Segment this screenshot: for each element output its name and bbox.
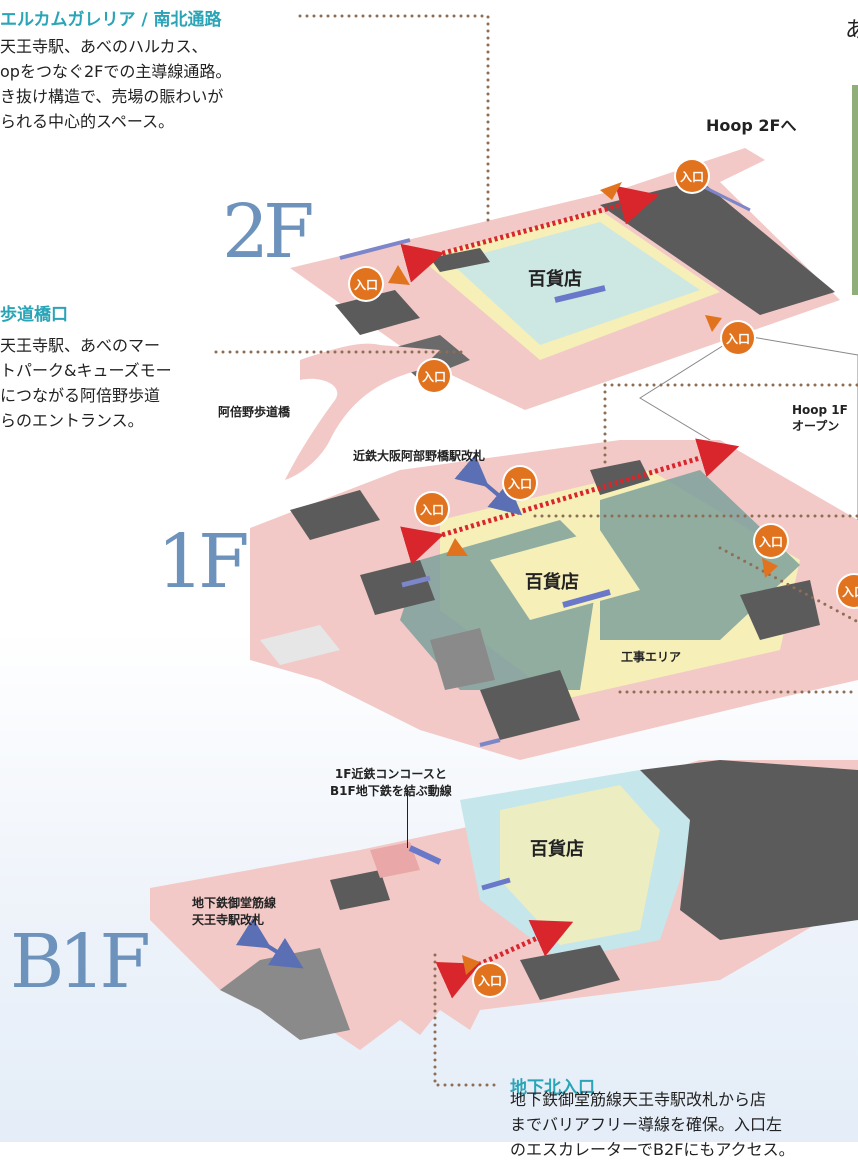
callout-galleria-title: エルカムガレリア / 南北通路 xyxy=(0,10,222,30)
abeno-bridge-path xyxy=(285,343,440,480)
hoop-1f-line: Hoop 1F xyxy=(792,403,848,417)
subway-gate-line: 天王寺駅改札 xyxy=(192,913,265,927)
callout-underground-line: 地下鉄御堂筋線天王寺駅改札から店 xyxy=(510,1090,767,1109)
transfer-arrows xyxy=(235,454,523,969)
hoop-1f-label: Hoop 1F オープン xyxy=(792,403,848,434)
callout-underground-line: のエスカレーターでB2Fにもアクセス。 xyxy=(510,1140,795,1159)
callout-underground-line: までバリアフリー導線を確保。入口左 xyxy=(510,1115,783,1134)
callout-galleria-body: 天王寺駅、あべのハルカス、 opをつなぐ2Fでの主導線通路。 き抜け構造で、売場… xyxy=(0,34,231,134)
callout-underground-body: 地下鉄御堂筋線天王寺駅改札から店 までバリアフリー導線を確保。入口左 のエスカレ… xyxy=(510,1087,858,1162)
subway-gate-line: 地下鉄御堂筋線 xyxy=(192,896,277,910)
callout-galleria-line: られる中心的スペース。 xyxy=(0,112,175,131)
top-fragment-text: あ xyxy=(845,18,858,43)
entrance-badge: 入口 xyxy=(676,160,708,192)
concourse-pointer xyxy=(407,788,408,848)
callout-underground-title: 地下北入口 xyxy=(510,1078,595,1098)
entrance-badge: 入口 xyxy=(504,467,536,499)
abeno-bridge-label: 阿倍野歩道橋 xyxy=(218,405,291,419)
callout-bridge-title: 歩道橋口 xyxy=(0,305,68,325)
callout-underground: 地下北入口 xyxy=(510,1073,595,1098)
floor-label-1f: 1F xyxy=(157,519,249,605)
entrance-badge: 入口 xyxy=(838,575,858,607)
subway-gate-label: 地下鉄御堂筋線 天王寺駅改札 xyxy=(192,894,276,928)
concourse-line: B1F地下鉄を結ぶ動線 xyxy=(330,784,452,798)
department-store-label-b1f: 百貨店 xyxy=(530,839,584,860)
callout-galleria-line: opをつなぐ2Fでの主導線通路。 xyxy=(0,62,232,81)
callout-bridge-line: トパーク&キューズモー xyxy=(0,361,172,380)
entrance-badge: 入口 xyxy=(722,322,754,354)
kintetsu-gate-label: 近鉄大阪阿部野橋駅改札 xyxy=(353,449,486,463)
hoop-1f-line: オープン xyxy=(792,419,840,433)
hoop-2f-label: Hoop 2Fへ xyxy=(706,116,797,135)
floor-label-2f: 2F xyxy=(222,189,314,275)
floor-b1f-plan xyxy=(150,760,858,1050)
entrance-badge: 入口 xyxy=(755,525,787,557)
entrance-arrows xyxy=(388,182,778,975)
department-store-label-2f: 百貨店 xyxy=(528,269,582,290)
floor-label-b1f: B1F xyxy=(10,919,151,1005)
callout-galleria: エルカムガレリア / 南北通路 天王寺駅、あべのハルカス、 opをつなぐ2Fでの… xyxy=(0,5,231,134)
concourse-label: 1F近鉄コンコースと B1F地下鉄を結ぶ動線 xyxy=(330,765,452,799)
entrance-badge: 入口 xyxy=(418,360,450,392)
construction-area-label: 工事エリア xyxy=(621,650,682,664)
callout-galleria-line: 天王寺駅、あべのハルカス、 xyxy=(0,37,208,56)
callout-bridge-body: 天王寺駅、あべのマー トパーク&キューズモー につながる阿倍野歩道 らのエントラ… xyxy=(0,333,172,433)
entrance-badge: 入口 xyxy=(474,964,506,996)
callout-bridge-line: 天王寺駅、あべのマー xyxy=(0,336,161,355)
circulation-arrows xyxy=(400,185,740,999)
entrance-badge: 入口 xyxy=(416,493,448,525)
callout-bridge-line: につながる阿倍野歩道 xyxy=(0,386,161,405)
floor-1f-plan xyxy=(250,440,858,760)
callout-bridge-line: らのエントランス。 xyxy=(0,411,144,430)
photo-thumbnail xyxy=(852,85,858,295)
callout-bridge: 歩道橋口 天王寺駅、あべのマー トパーク&キューズモー につながる阿倍野歩道 ら… xyxy=(0,300,172,433)
department-store-label-1f: 百貨店 xyxy=(525,572,579,593)
entrance-badge: 入口 xyxy=(350,268,382,300)
concourse-line: 1F近鉄コンコースと xyxy=(334,767,447,781)
callout-galleria-line: き抜け構造で、売場の賑わいが xyxy=(0,87,224,106)
